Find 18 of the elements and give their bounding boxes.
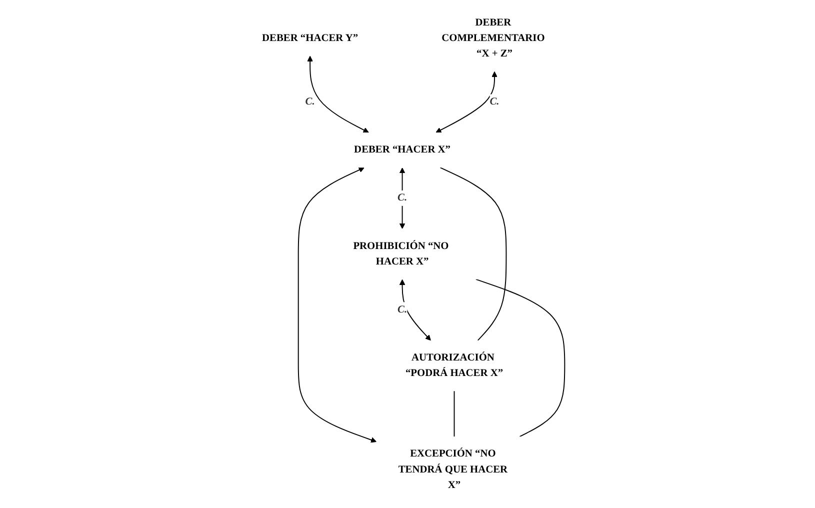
node-text: DEBER “HACER X” xyxy=(354,144,451,156)
arrow xyxy=(399,168,406,229)
node-text: AUTORIZACIÓN “PODRÁ HACER X” xyxy=(405,352,504,379)
edge-label: C. xyxy=(398,304,408,316)
edge-label: C. xyxy=(305,96,315,108)
arrow xyxy=(307,56,369,133)
edge-label: C. xyxy=(398,192,408,204)
node-text: EXCEPCIÓN “NO TENDRÁ QUE HACER X” xyxy=(398,448,508,490)
connector xyxy=(440,167,507,341)
node-text: PROHIBICIÓN “NO HACER X” xyxy=(353,240,449,267)
connector xyxy=(454,390,455,438)
connector xyxy=(475,278,566,438)
arrow xyxy=(436,71,498,133)
arrow xyxy=(298,167,377,443)
edge-label: C. xyxy=(490,96,500,108)
node-text: DEBER “HACER Y” xyxy=(262,32,358,44)
arrow xyxy=(399,279,431,341)
node-text: DEBER COMPLEMENTARIO “X + Z” xyxy=(442,16,545,60)
